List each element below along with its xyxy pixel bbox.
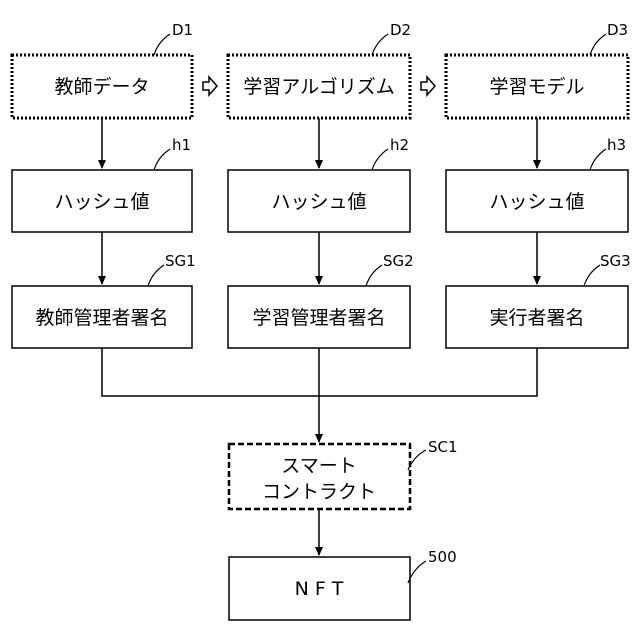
smart-contract-line1: スマート	[281, 455, 356, 477]
ref-d2: D2	[390, 21, 411, 39]
sign-box-sg2-label: 学習管理者署名	[252, 307, 385, 329]
hash-box-h3-label: ハッシュ値	[489, 191, 584, 213]
ref-sc1: SC1	[428, 438, 458, 456]
data-box-d3-label: 学習モデル	[489, 76, 584, 98]
smart-contract-line2: コントラクト	[262, 481, 376, 503]
leader-h3	[590, 149, 606, 170]
ref-d1: D1	[172, 21, 193, 39]
sign-box-sg2: 学習管理者署名	[228, 286, 410, 348]
data-box-d1-label: 教師データ	[54, 76, 149, 98]
hash-box-h2: ハッシュ値	[228, 170, 410, 232]
hollow-arrow-icon	[203, 77, 217, 95]
ref-sg1: SG1	[165, 252, 196, 270]
leader-sg1	[148, 265, 164, 286]
hollow-arrow-icon	[421, 77, 435, 95]
hash-box-h2-label: ハッシュ値	[271, 191, 366, 213]
data-box-d3: 学習モデル	[446, 55, 628, 118]
hash-box-h1: ハッシュ値	[12, 170, 192, 232]
leader-h1	[154, 149, 170, 170]
ref-h2: h2	[390, 136, 409, 154]
sign-box-sg1-label: 教師管理者署名	[35, 307, 168, 329]
sign-box-sg1: 教師管理者署名	[12, 286, 192, 348]
data-box-d2: 学習アルゴリズム	[228, 55, 410, 118]
ref-sg2: SG2	[383, 252, 414, 270]
leader-d3	[590, 34, 606, 55]
nft-box: N F T	[229, 557, 410, 620]
smart-contract-box: スマート コントラクト	[229, 444, 410, 509]
hash-box-h3: ハッシュ値	[446, 170, 628, 232]
leader-d2	[372, 34, 388, 55]
sign-box-sg3: 実行者署名	[446, 286, 628, 348]
leader-h2	[372, 149, 388, 170]
ref-sg3: SG3	[600, 252, 631, 270]
ref-500: 500	[428, 548, 457, 566]
sign-box-sg3-label: 実行者署名	[489, 307, 584, 329]
ref-h3: h3	[607, 136, 626, 154]
nft-label: N F T	[295, 578, 344, 600]
ref-h1: h1	[172, 136, 191, 154]
data-box-d1: 教師データ	[12, 55, 192, 118]
leader-sg3	[584, 265, 600, 286]
leader-sg2	[366, 265, 382, 286]
leader-d1	[154, 34, 170, 55]
data-box-d2-label: 学習アルゴリズム	[243, 76, 394, 98]
ref-d3: D3	[607, 21, 628, 39]
hash-box-h1-label: ハッシュ値	[54, 191, 149, 213]
